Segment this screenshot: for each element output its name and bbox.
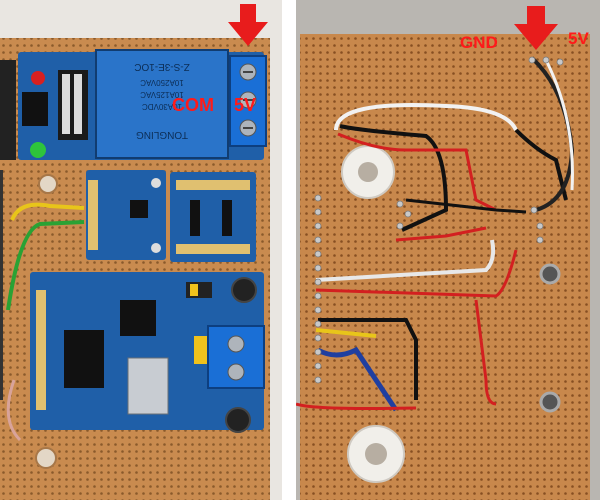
down-arrow-icon xyxy=(514,6,558,50)
right-photo xyxy=(296,0,600,500)
nut xyxy=(539,263,561,285)
level-shifter-module xyxy=(170,172,256,262)
relay-component xyxy=(95,49,229,159)
screw xyxy=(231,277,257,303)
relay-label-5: TONGLING xyxy=(136,129,188,140)
relay-label-3: 10A125VAC xyxy=(140,90,184,99)
perfboard-back xyxy=(300,34,590,500)
left-photo-panel: Z-S-3E-1OC 10A250VAC 10A125VAC 10A30VDC … xyxy=(0,0,282,500)
gnd-label: GND xyxy=(460,33,498,52)
nut xyxy=(539,391,561,413)
photo-divider xyxy=(282,0,296,500)
relay-label-1: Z-S-3E-1OC xyxy=(134,61,190,72)
com-label: COM xyxy=(172,95,214,115)
relay-label-4: 10A30VDC xyxy=(142,102,182,111)
right-photo-panel: GND 5V xyxy=(296,0,600,500)
screw xyxy=(225,407,251,433)
can-chip xyxy=(64,330,104,388)
right-5v-label: 5V xyxy=(568,29,589,48)
green-led xyxy=(30,142,46,158)
red-led xyxy=(31,71,45,85)
relay-label-2: 10A250VAC xyxy=(140,78,184,87)
crystal xyxy=(127,357,169,415)
left-photo: Z-S-3E-1OC 10A250VAC 10A125VAC 10A30VDC … xyxy=(0,0,282,500)
can-module xyxy=(30,272,264,430)
left-5v-label: 5V xyxy=(234,95,257,115)
sensor-module xyxy=(86,170,166,260)
down-arrow-icon xyxy=(228,4,268,46)
